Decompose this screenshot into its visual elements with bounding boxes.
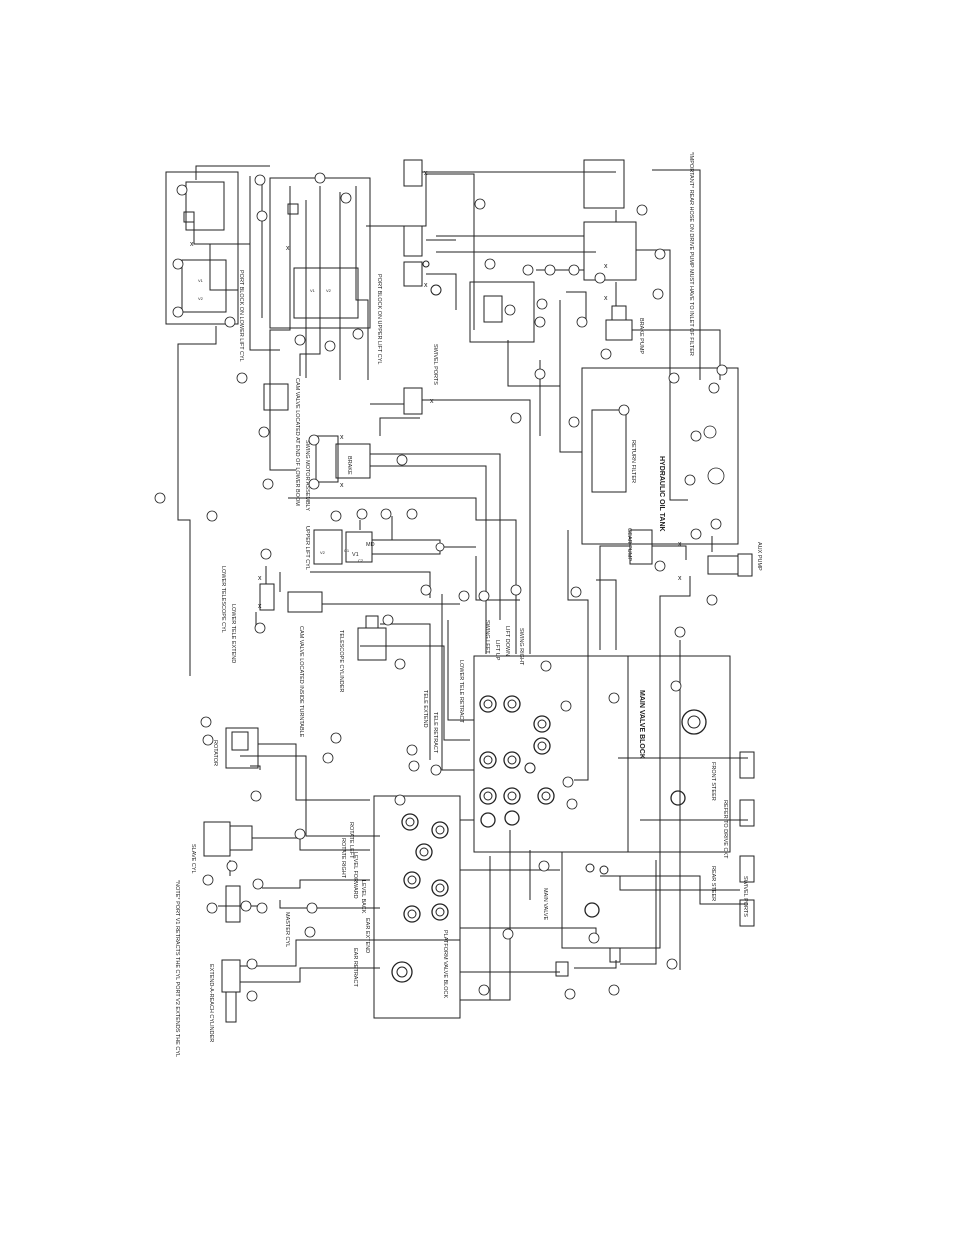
c1-port: C1 [344, 548, 350, 553]
swivel-ports-top: SWIVEL PORTS [403, 159, 438, 415]
hydraulic-oil-tank: HYDRAULIC OIL TANK RETURN FILTER [581, 367, 739, 545]
tele-retract-label: TELE RETRACT [432, 712, 438, 754]
c2-port: C2 [358, 558, 364, 563]
aux-pump: AUX PUMP [707, 542, 762, 577]
port-block-lower-lift-frame [165, 171, 239, 325]
rotator-label: ROTATOR [212, 740, 218, 766]
platform-valve-block: PLATFORM VALVE BLOCK [373, 795, 461, 1019]
front-steer-label: FRONT STEER [710, 762, 716, 801]
port-block-upper-label: PORT BLOCK ON UPPER LIFT CYL [376, 274, 382, 364]
svg-text:x: x [340, 434, 344, 441]
svg-text:x: x [340, 482, 344, 489]
brake-pump-label: BRAKE PUMP [638, 318, 644, 354]
upper-lift-cyl-label: UPPER LIFT CYL [304, 526, 310, 570]
svg-text:x: x [604, 295, 608, 302]
svg-text:x: x [678, 541, 682, 548]
port-block-labels: PORT BLOCK ON LOWER LIFT CYL PORT BLOCK … [238, 270, 382, 364]
tele-extend-label: TELE EXTEND [422, 690, 428, 728]
cam-valve-turntable: LOWER TELESCOPE CYL LOWER TELE EXTEND CA… [220, 566, 323, 738]
ear-extend-label: EAR EXTEND [364, 918, 370, 953]
rotate-left-label: ROTATE LEFT [348, 822, 354, 859]
cam-valve-boom-label: CAM VALVE LOCATED AT END OF LOWER BOOM [294, 378, 300, 506]
fittings [183, 203, 728, 977]
telescope-cylinder: TELESCOPE CYLINDER [338, 615, 387, 692]
platform-valve-block-label: PLATFORM VALVE BLOCK [442, 930, 448, 998]
extend-a-reach-cylinder: EXTEND-A-REACH CYLINDER [208, 959, 241, 1042]
port-block-lower-label: PORT BLOCK ON LOWER LIFT CYL [238, 270, 244, 362]
aux-pump-label: AUX PUMP [756, 542, 762, 571]
rotator: ROTATOR [212, 727, 259, 769]
important-note: *IMPORTANT* REAR HOSE ON DRIVE PUMP MUST… [688, 152, 694, 356]
level-forward-label: LEVEL FORWARD [352, 852, 358, 899]
lift-up-label: LIFT UP [494, 640, 500, 661]
lower-tele-cyl-label: LOWER TELESCOPE CYL [220, 566, 226, 633]
port-letters: V1 V2 V1 V2 C1 C2 V2 [198, 278, 364, 563]
swing-motor-assembly: SWING MOTOR ASSEMBLY BRAKE [304, 435, 371, 511]
main-valve-label: MAIN VALVE [542, 888, 548, 921]
telescope-cylinder-label: TELESCOPE CYLINDER [338, 630, 344, 692]
lift-down-label: LIFT DOWN [504, 626, 510, 656]
v2-port-c: V2 [320, 550, 326, 555]
svg-text:x: x [258, 603, 262, 610]
rotate-right-label: ROTATE RIGHT [340, 838, 346, 879]
level-back-label: LEVEL BACK [360, 880, 366, 914]
note-ports: *NOTE* PORT V1 RETRACTS THE CYL PORT V2 … [174, 880, 180, 1057]
swing-right-label: SWING RIGHT [518, 628, 524, 666]
swing-left-label: SWING LEFT [484, 620, 490, 654]
return-filter-label: RETURN FILTER [630, 440, 636, 483]
svg-text:x: x [430, 398, 434, 405]
brake-label: BRAKE [346, 456, 352, 475]
cam-valve-turntable-label: CAM VALVE LOCATED INSIDE TURNTABLE [298, 626, 304, 738]
brake-valve-box [469, 281, 535, 343]
swivel-ports-label: SWIVEL PORTS [432, 344, 438, 385]
cam-valve-boom: CAM VALVE LOCATED AT END OF LOWER BOOM [263, 378, 300, 506]
svg-text:x: x [678, 575, 682, 582]
svg-text:x: x [424, 170, 428, 177]
brake-pump-assembly: BRAKE PUMP *IMPORTANT* REAR HOSE ON DRIV… [583, 152, 694, 356]
refer-drive-label: REFER TO DRIVE CKT [722, 800, 728, 859]
main-valve-block: MAIN VALVE BLOCK [473, 655, 731, 853]
svg-text:x: x [424, 282, 428, 289]
slave-cyl-label: SLAVE CYL [190, 844, 196, 874]
extend-a-reach-label: EXTEND-A-REACH CYLINDER [208, 964, 214, 1042]
swing-motor-label: SWING MOTOR ASSEMBLY [304, 440, 310, 511]
upper-lift-cylinder: UPPER LIFT CYL V1 MD [304, 526, 476, 570]
v1-label: V1 [352, 552, 359, 558]
hydraulic-oil-tank-label: HYDRAULIC OIL TANK [658, 456, 665, 532]
svg-text:x: x [286, 245, 290, 252]
item-balloons [154, 172, 722, 1002]
shutoff-markers: x x x x x x x x x x x x x [190, 170, 682, 610]
svg-text:x: x [190, 241, 194, 248]
svg-text:x: x [258, 575, 262, 582]
v1-port-b: V1 [310, 288, 316, 293]
master-cylinder: MASTER CYL *NOTE* PORT V1 RETRACTS THE C… [174, 880, 290, 1057]
master-cyl-label: MASTER CYL [284, 912, 290, 947]
v1-port-a: V1 [198, 278, 204, 283]
gear-pump-label: GEAR PUMP [626, 528, 632, 561]
rear-steer-label: REAR STEER [710, 866, 716, 901]
main-valve-block-label: MAIN VALVE BLOCK [638, 690, 645, 759]
slave-cylinder: SLAVE CYL [190, 821, 253, 874]
swivel-ports-label-right: SWIVEL PORTS [742, 876, 748, 917]
v2-port-a: V2 [198, 296, 204, 301]
lower-tele-retract-label: LOWER TELE RETRACT [458, 660, 464, 723]
v2-port-b: V2 [326, 288, 332, 293]
md-label: MD [366, 542, 375, 548]
function-labels: SWING LEFT SWING RIGHT LIFT UP LIFT DOWN… [340, 620, 524, 987]
steer-ports: FRONT STEER REAR STEER REFER TO DRIVE CK… [710, 751, 755, 927]
svg-text:x: x [604, 263, 608, 270]
main-valve: MAIN VALVE [542, 851, 661, 949]
gear-pump: GEAR PUMP [626, 528, 653, 565]
lower-tele-extend-label: LOWER TELE EXTEND [230, 604, 236, 663]
